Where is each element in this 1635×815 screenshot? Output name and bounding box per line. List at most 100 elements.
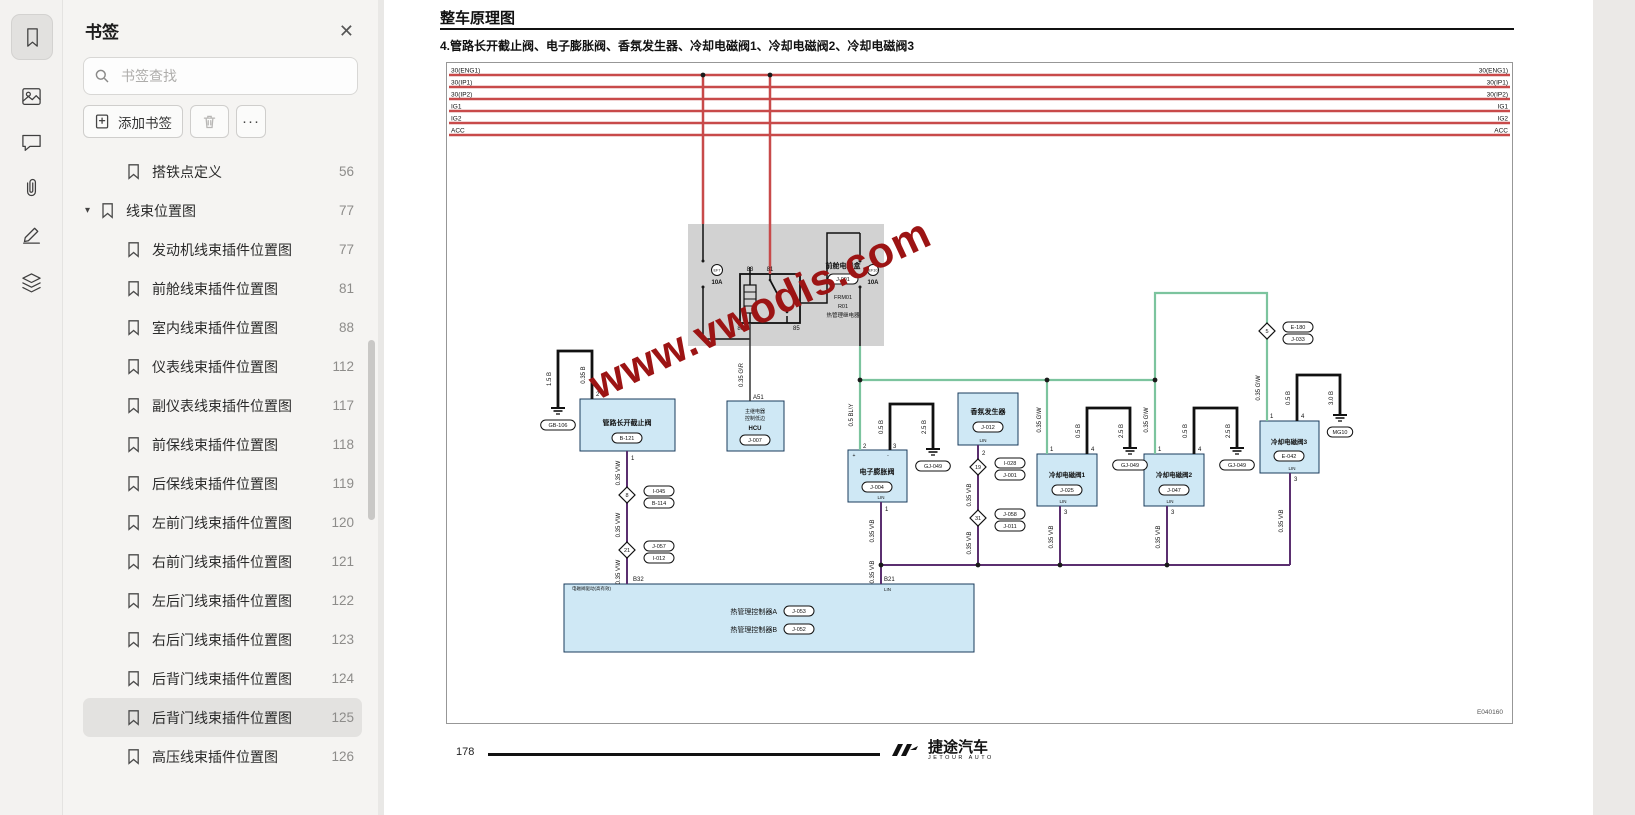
- bookmark-item[interactable]: ▾ 右前门线束插件位置图 121: [83, 542, 362, 581]
- diagram-label: LIN: [877, 495, 884, 500]
- code-label: MG10: [1333, 430, 1348, 436]
- jetour-logo-mark: [892, 744, 918, 756]
- bookmark-item[interactable]: ▾ 左后门线束插件位置图 122: [83, 581, 362, 620]
- jetour-logo-cn: 捷途汽车: [928, 739, 989, 756]
- bookmark-page-number: 88: [338, 320, 354, 335]
- diagram-label: FRM01: [834, 295, 852, 301]
- code-oval: [1158, 484, 1190, 496]
- bookmark-label: 左前门线束插件位置图: [152, 514, 292, 531]
- diagram-label: 4: [1091, 447, 1095, 453]
- bookmark-page-number: 77: [338, 203, 354, 218]
- bookmark-item[interactable]: ▾ 搭铁点定义 56: [83, 152, 362, 191]
- bookmark-label: 高压线束插件位置图: [152, 748, 278, 765]
- bookmark-item[interactable]: ▾ 后保线束插件位置图 119: [83, 464, 362, 503]
- bookmark-item[interactable]: ▾ 高压线束插件位置图 126: [83, 737, 362, 776]
- bookmark-label: 前舱线束插件位置图: [152, 280, 278, 297]
- wire: [1085, 406, 1132, 454]
- fuse-icon: [711, 264, 723, 276]
- bookmark-item[interactable]: ▾ 右后门线束插件位置图 123: [83, 620, 362, 659]
- bookmark-item[interactable]: ▾ 后背门线束插件位置图 124: [83, 659, 362, 698]
- bookmark-item[interactable]: ▾ 线束位置图 77: [83, 191, 362, 230]
- bookmark-flag-icon: [128, 515, 139, 531]
- trash-icon: [203, 115, 216, 129]
- code-oval: [783, 623, 815, 635]
- connector-diamond: [618, 541, 636, 559]
- relay-gray-box: [688, 224, 884, 346]
- comment-icon[interactable]: [11, 120, 51, 164]
- signature-icon[interactable]: [11, 212, 51, 256]
- bookmark-label: 副仪表线束插件位置图: [152, 397, 292, 414]
- bookmark-search-input[interactable]: [119, 67, 347, 85]
- collapse-arrow-icon[interactable]: ▾: [85, 205, 91, 216]
- code-oval: [994, 508, 1026, 520]
- diagram-label: 2: [982, 451, 986, 457]
- bookmark-page-number: 118: [332, 437, 354, 452]
- bookmark-icon[interactable]: [11, 14, 53, 60]
- code-oval: [643, 497, 675, 509]
- diagram-label: 1: [631, 456, 635, 462]
- bookmark-item[interactable]: ▾ 仪表线束插件位置图 112: [83, 347, 362, 386]
- layers-icon[interactable]: [11, 260, 51, 304]
- diagram-label: 0.35 V\W: [616, 460, 622, 485]
- code-oval: [643, 552, 675, 564]
- code-oval: [643, 485, 675, 497]
- connector-number: 8: [625, 493, 628, 499]
- code-label: J-058: [1003, 512, 1017, 518]
- diagram-label: 1: [1158, 447, 1162, 453]
- jetour-logo-en: JETOUR AUTO: [928, 755, 994, 761]
- close-panel-icon[interactable]: ✕: [338, 20, 354, 41]
- bookmark-label: 线束位置图: [126, 202, 196, 219]
- bookmark-item[interactable]: ▾ 室内线束插件位置图 88: [83, 308, 362, 347]
- code-label: B-114: [652, 501, 666, 507]
- diagram-label: 0.5 B: [1286, 391, 1292, 405]
- diagram-label: 3: [1064, 510, 1068, 516]
- code-label: J-025: [1060, 488, 1074, 494]
- bookmark-search-box[interactable]: [83, 57, 358, 95]
- wiring-diagram-frame: 30(ENG1)30(ENG1)30(IP1)30(IP1)30(IP2)30(…: [446, 62, 1513, 724]
- code-label: I-045: [653, 489, 666, 495]
- diagram-label: 0.35 B: [581, 366, 587, 383]
- junction-dot: [701, 285, 705, 289]
- diagram-label: 主继电器: [745, 408, 765, 415]
- code-label: J-057: [652, 544, 666, 550]
- bookmark-flag-icon: [128, 320, 139, 336]
- diagram-label: HCU: [749, 426, 762, 432]
- diagram-label: 香氛发生器: [970, 407, 1007, 416]
- diagram-label: 0.35 V\W: [616, 512, 622, 537]
- fuse-code: EF7: [714, 269, 721, 273]
- add-bookmark-button[interactable]: 添加书签: [83, 105, 183, 138]
- panel-scrollbar-thumb[interactable]: [368, 340, 375, 520]
- connector-number: 19: [975, 465, 981, 471]
- bookmark-item[interactable]: ▾ 后背门线束插件位置图 125: [83, 698, 362, 737]
- bookmark-item[interactable]: ▾ 前保线束插件位置图 118: [83, 425, 362, 464]
- diagram-label: -: [887, 453, 889, 459]
- document-view: 整车原理图 4.管路长开截止阀、电子膨胀阀、香氛发生器、冷却电磁阀1、冷却电磁阀…: [384, 0, 1635, 815]
- more-options-button[interactable]: ···: [236, 105, 266, 138]
- bookmark-item[interactable]: ▾ 发动机线束插件位置图 77: [83, 230, 362, 269]
- bookmark-flag-icon: [128, 710, 139, 726]
- comp-cooling-valve-3: [1259, 420, 1320, 474]
- diagram-label: 0.35 V\W: [616, 559, 622, 584]
- attachment-icon[interactable]: [11, 166, 51, 210]
- jetour-logo: 捷途汽车 JETOUR AUTO: [890, 740, 994, 761]
- code-label: J-047: [1167, 488, 1181, 494]
- bookmark-item[interactable]: ▾ 前舱线束插件位置图 81: [83, 269, 362, 308]
- bookmark-label: 后背门线束插件位置图: [152, 709, 292, 726]
- title-rule: [440, 28, 1514, 30]
- diagram-label: 电磁阀驱动(高有效): [572, 585, 611, 592]
- diagram-label: 1: [1270, 414, 1274, 420]
- diagram-label: R01: [838, 304, 848, 310]
- bookmark-item[interactable]: ▾ 副仪表线束插件位置图 117: [83, 386, 362, 425]
- comp-thermal-controller: [563, 583, 975, 653]
- bus-label-left: 30(IP2): [451, 92, 472, 99]
- bookmark-flag-icon: [128, 671, 139, 687]
- junction-dot: [1164, 562, 1170, 568]
- diagram-label: 0.5 B: [879, 420, 885, 434]
- bookmark-label: 搭铁点定义: [152, 163, 222, 180]
- bookmark-item[interactable]: ▾ 左前门线束插件位置图 120: [83, 503, 362, 542]
- thumbnails-icon[interactable]: [11, 74, 51, 118]
- diagram-label: 83: [747, 267, 754, 273]
- diagram-label: LIN: [1059, 499, 1066, 504]
- delete-bookmark-button[interactable]: [190, 105, 229, 138]
- diagram-label: 1: [885, 507, 889, 513]
